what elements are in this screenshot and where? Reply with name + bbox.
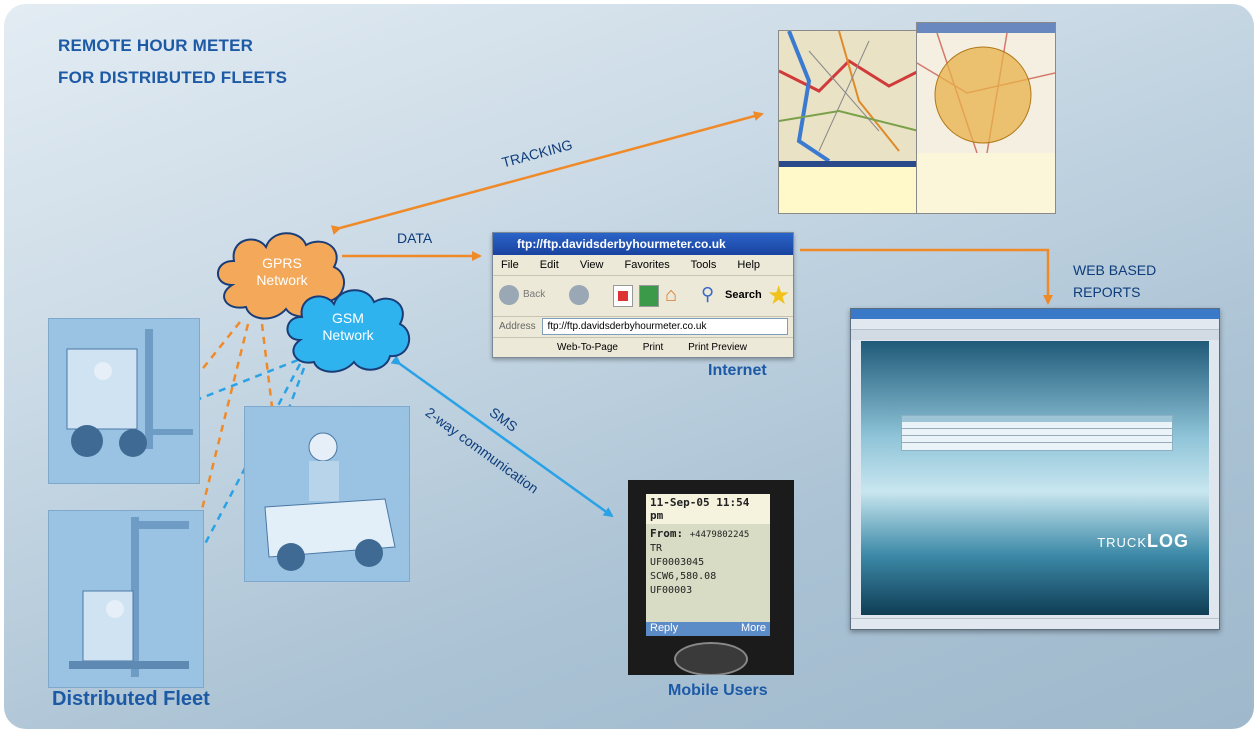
phone-dpad-icon[interactable] <box>674 642 748 675</box>
internet-caption: Internet <box>708 362 767 379</box>
address-label: Address <box>499 321 536 332</box>
trucklog-brand-bold: LOG <box>1147 531 1189 551</box>
report-page: TRUCKLOG <box>861 341 1209 615</box>
forward-icon[interactable] <box>569 285 589 305</box>
data-label: DATA <box>397 230 433 246</box>
report-titlebar <box>851 309 1219 319</box>
tow-tractor-icon <box>264 432 396 571</box>
report-tabbar <box>851 330 1219 340</box>
search-icon[interactable]: ⚲ <box>701 284 715 304</box>
menu-view[interactable]: View <box>579 259 604 271</box>
menu-favorites[interactable]: Favorites <box>624 259 670 271</box>
phone-date: 11-Sep-05 11:54 pm <box>646 494 770 524</box>
phone-line-1: TR <box>650 543 663 554</box>
phone-message: TR UF0003045 SCW6,580.08 UF00003 <box>646 540 770 600</box>
phone-from-number: +4479802245 <box>689 530 750 540</box>
menu-edit[interactable]: Edit <box>539 259 559 271</box>
back-button-label[interactable]: Back <box>523 289 546 300</box>
link-print[interactable]: Print <box>642 342 664 353</box>
radius-map-icon <box>917 23 1055 213</box>
trucklog-logo: TRUCKLOG <box>1097 531 1189 552</box>
reach-truck-photo <box>48 510 204 688</box>
gsm-cloud-line1: GSM <box>332 310 364 326</box>
phone-line-3: SCW6,580.08 <box>650 571 717 582</box>
phone-line-4: UF00003 <box>650 585 693 596</box>
browser-toolbar: Back ⌂ ⚲ Search ★ <box>493 276 793 317</box>
phone-from-label: From: <box>650 527 684 540</box>
report-statusbar <box>851 618 1219 629</box>
reply-softkey[interactable]: Reply <box>650 622 679 634</box>
sms-arrow <box>390 355 614 518</box>
menu-help[interactable]: Help <box>737 259 761 271</box>
phone-line-2: UF0003045 <box>650 557 705 568</box>
gprs-cloud-line1: GPRS <box>262 255 302 271</box>
search-button-label[interactable]: Search <box>725 289 762 301</box>
reach-truck-icon <box>69 517 189 677</box>
refresh-icon[interactable] <box>639 285 659 307</box>
mobile-phone: 11-Sep-05 11:54 pm From: +4479802245 TR … <box>628 480 794 675</box>
link-web-to-page[interactable]: Web-To-Page <box>557 342 618 353</box>
phone-screen: 11-Sep-05 11:54 pm From: +4479802245 TR … <box>646 494 770 622</box>
report-window: TRUCKLOG <box>850 308 1220 630</box>
web-based-label: WEB BASED <box>1073 262 1157 278</box>
tracking-map-2 <box>916 22 1056 214</box>
gprs-cloud-line2: Network <box>256 272 308 288</box>
heading-line-1: REMOTE HOUR METER <box>58 36 254 55</box>
browser-window: ftp://ftp.davidsderbyhourmeter.co.uk Fil… <box>492 232 794 358</box>
report-addressbar <box>851 319 1219 330</box>
browser-menu: File Edit View Favorites Tools Help <box>493 255 793 276</box>
back-icon[interactable] <box>499 285 519 305</box>
gsm-cloud-line2: Network <box>322 327 374 343</box>
mobile-users-caption: Mobile Users <box>668 682 768 699</box>
gsm-cloud-text: GSM Network <box>282 310 414 344</box>
menu-file[interactable]: File <box>501 259 519 271</box>
favorites-star-icon[interactable]: ★ <box>767 280 791 310</box>
tracking-arrow <box>330 111 764 235</box>
forklift-photo <box>48 318 200 484</box>
trucklog-brand-light: TRUCK <box>1097 535 1147 550</box>
link-print-preview[interactable]: Print Preview <box>688 342 747 353</box>
home-icon[interactable]: ⌂ <box>665 284 678 306</box>
phone-softkeys: Reply More <box>646 622 770 636</box>
address-bar: Address ftp://ftp.davidsderbyhourmeter.c… <box>493 317 793 338</box>
tow-tractor-photo <box>244 406 410 582</box>
distributed-fleet-caption: Distributed Fleet <box>52 688 210 710</box>
browser-title: ftp://ftp.davidsderbyhourmeter.co.uk <box>493 233 793 255</box>
more-softkey[interactable]: More <box>740 622 766 634</box>
tracking-map-1 <box>778 30 920 214</box>
road-map-icon <box>779 31 919 213</box>
links-bar: Web-To-Page Print Print Preview <box>493 338 793 358</box>
report-table <box>901 415 1173 451</box>
forklift-icon <box>66 329 193 457</box>
reports-label: REPORTS <box>1073 284 1141 300</box>
heading-line-2: FOR DISTRIBUTED FLEETS <box>58 68 288 87</box>
gsm-cloud <box>286 289 410 373</box>
gprs-cloud-text: GPRS Network <box>212 255 352 289</box>
phone-from-row: From: +4479802245 <box>646 524 770 540</box>
address-input[interactable]: ftp://ftp.davidsderbyhourmeter.co.uk <box>542 317 789 335</box>
stop-icon[interactable] <box>613 285 633 307</box>
web-reports-arrow <box>800 248 1053 305</box>
menu-tools[interactable]: Tools <box>690 259 717 271</box>
